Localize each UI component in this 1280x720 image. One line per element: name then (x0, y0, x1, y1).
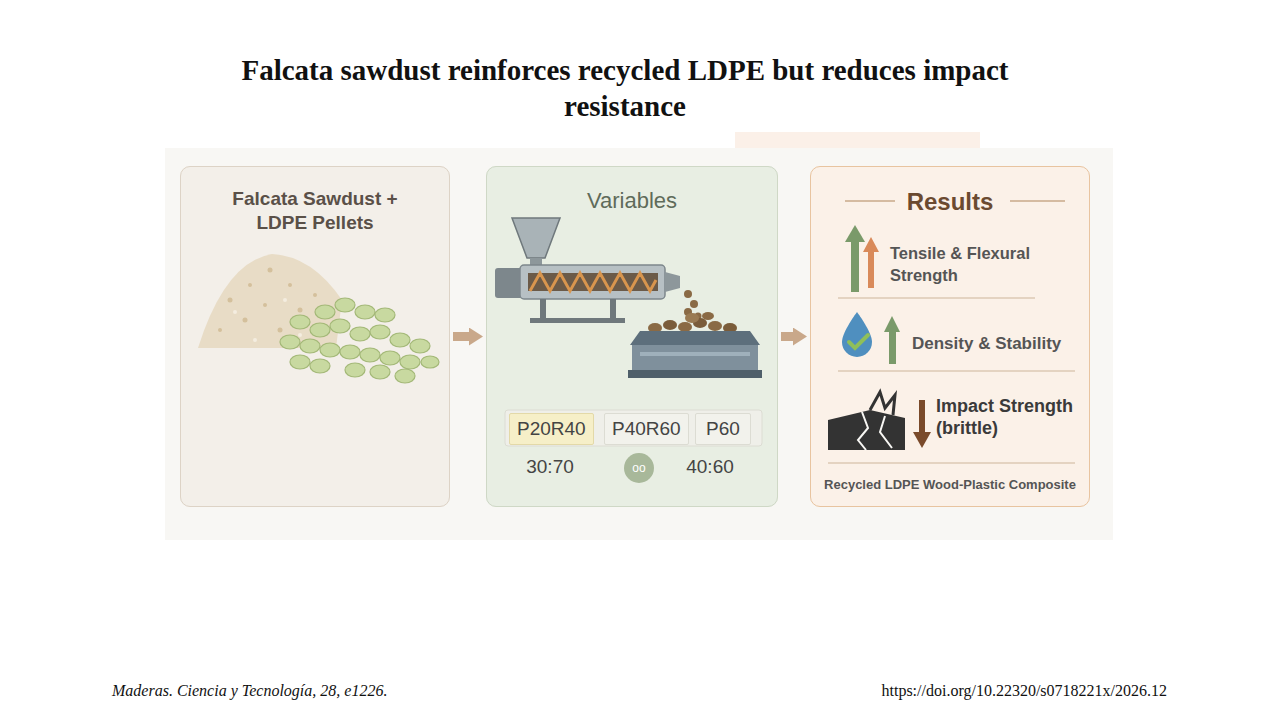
variable-strip (505, 410, 762, 446)
variables-panel-text: Variables (487, 187, 777, 215)
input-panel-text: Falcata Sawdust + LDPE Pellets (210, 187, 420, 235)
density-icon (842, 312, 900, 364)
flow-arrow (453, 332, 475, 341)
strength-up-icon (845, 225, 879, 292)
panel-fill (810, 166, 1090, 507)
variable-box: P40R60 (604, 413, 689, 445)
input-panel: Falcata Sawdust + LDPE Pellets (180, 166, 450, 507)
variable-box: P20R40 (509, 413, 594, 445)
slide-title: Falcata sawdust reinforces recycled LDPE… (190, 52, 1060, 124)
brittle-icon (828, 392, 931, 450)
flow-arrow (781, 332, 799, 341)
ratio-circle-text: oo (632, 461, 645, 475)
ratio-label: 30:70 (510, 455, 590, 479)
result-text: Density & Stability (912, 333, 1082, 355)
result-text: Tensile & Flexural Strength (890, 242, 1080, 286)
abstract-ground (165, 148, 1113, 540)
panel-fill (180, 166, 450, 507)
results-panel-text: Results (811, 187, 1089, 217)
doi-link: https://doi.org/10.22320/s0718221x/2026.… (740, 681, 1167, 701)
journal-citation: Maderas. Ciencia y Tecnología, 28, e1226… (112, 681, 532, 701)
separator-lines (828, 298, 1075, 463)
mold-press (628, 312, 762, 378)
variable-box-text: P60 (706, 418, 740, 440)
ratio-circle: oo (624, 453, 654, 483)
composite-note: Recycled LDPE Wood-Plastic Composite (815, 476, 1085, 494)
extruder (495, 218, 702, 323)
variable-box-text: P40R60 (612, 418, 681, 440)
ldpe-pellets (280, 298, 439, 383)
result-text: Impact Strength (brittle) (936, 395, 1086, 439)
pale-strip (735, 132, 980, 148)
variable-box-text: P20R40 (517, 418, 586, 440)
ratio-label: 40:60 (672, 455, 748, 479)
sawdust-pile (198, 254, 342, 348)
variable-box: P60 (695, 413, 751, 445)
panel-fill (486, 166, 778, 507)
variables-panel: VariablesP20R40 P40R60 P60 oo (486, 166, 778, 507)
